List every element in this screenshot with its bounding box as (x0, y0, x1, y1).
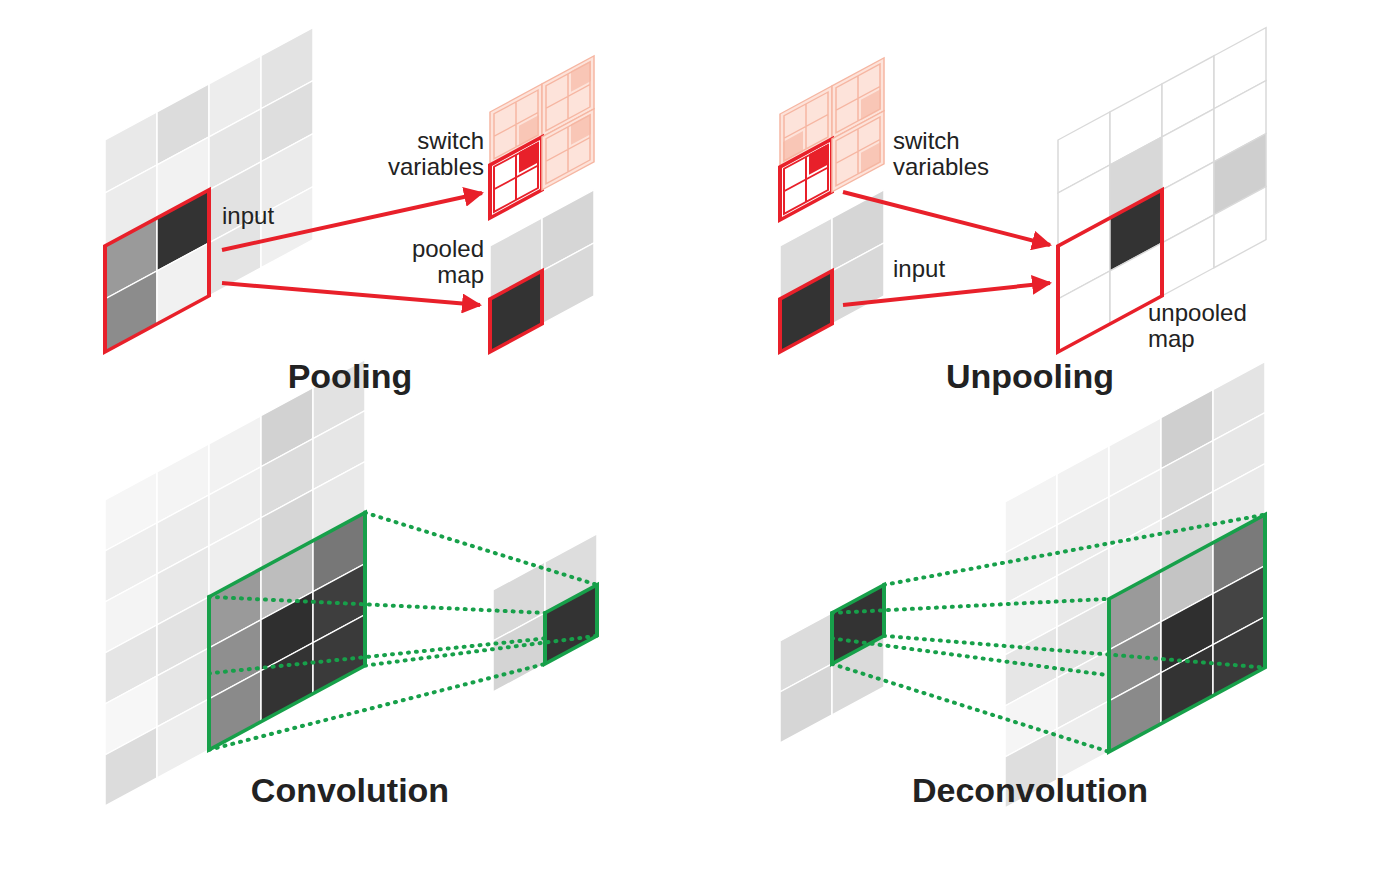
pooled-map (490, 190, 594, 352)
switch-cell (542, 109, 594, 190)
receptive-field-line (884, 636, 1265, 668)
highlight-outline (490, 271, 542, 352)
receptive-field-line (365, 636, 597, 666)
receptive-field-line (209, 597, 545, 613)
annotation-label: input (893, 256, 983, 282)
grid-cell (261, 643, 313, 722)
grid-cell (209, 671, 261, 750)
receptive-field-line (209, 638, 545, 673)
convolution-input (105, 360, 365, 806)
highlight-outline (832, 585, 884, 664)
grid-cell (832, 636, 884, 715)
grid-cell (832, 243, 884, 324)
grid-cell (780, 664, 832, 743)
unpooling-arrow (843, 192, 1050, 245)
grid-cell (1214, 187, 1266, 268)
panel-title: Unpooling (860, 358, 1200, 395)
deconvolution-output (1005, 362, 1265, 808)
receptive-field-line (832, 638, 1109, 675)
grid-cell (105, 727, 157, 806)
switch-cell (490, 137, 542, 218)
grid-cell (1161, 645, 1213, 724)
receptive-field-line (209, 664, 545, 750)
grid-cell (490, 271, 542, 352)
receptive-field-line (365, 513, 597, 585)
annotation-label: input (222, 203, 312, 229)
receptive-field-line (884, 515, 1265, 585)
switch-cell (780, 139, 832, 220)
highlight-outline (545, 585, 597, 664)
unpooling-arrow (843, 283, 1050, 305)
switch-cell (832, 111, 884, 192)
annotation-label: switch variables (893, 128, 1023, 181)
grid-cell (1162, 215, 1214, 296)
switch-variables-grid (490, 56, 594, 218)
highlight-outline (1109, 515, 1265, 752)
annotation-label: unpooled map (1148, 300, 1284, 353)
grid-cell (1213, 617, 1265, 696)
highlight-outline (1058, 190, 1162, 352)
annotation-label: switch variables (354, 128, 484, 181)
grid-cell (545, 585, 597, 664)
grid-cell (313, 615, 365, 694)
grid-cell (1057, 701, 1109, 780)
panel-title: Convolution (180, 772, 520, 809)
receptive-field-line (832, 664, 1109, 752)
receptive-field-line (832, 599, 1109, 613)
grid-cell (1109, 673, 1161, 752)
panel-title: Deconvolution (840, 772, 1220, 809)
grid-cell (157, 699, 209, 778)
highlight-outline (105, 190, 209, 352)
switch-variables-grid (780, 58, 884, 220)
grid-cell (493, 613, 545, 692)
annotation-label: pooled map (364, 236, 484, 289)
input-feature-map (105, 28, 313, 352)
input-pooled-map (780, 190, 884, 352)
highlight-outline (780, 271, 832, 352)
grid-cell (542, 243, 594, 324)
grid-cell (780, 271, 832, 352)
panel-title: Pooling (200, 358, 500, 395)
